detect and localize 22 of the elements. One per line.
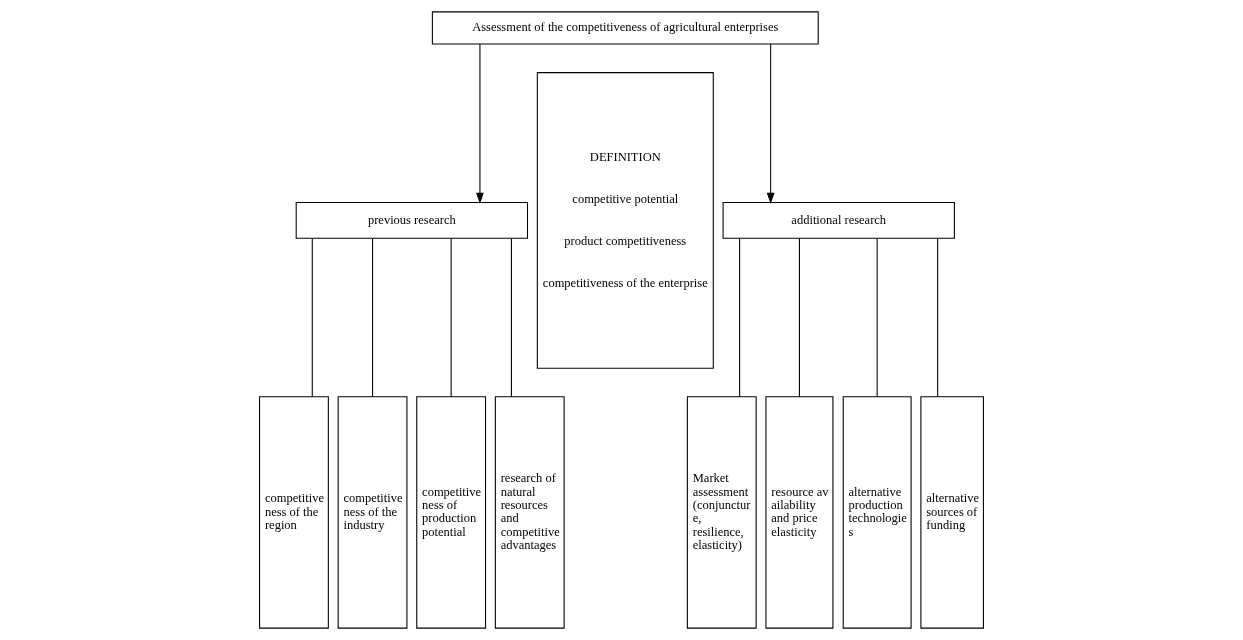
node-box: research of natural resources and competitive advantages — [494, 396, 565, 629]
connector — [450, 238, 452, 398]
connector — [876, 238, 878, 398]
node-box: DEFINITION competitive potential product competitiveness competitiveness of the enterprise — [536, 72, 714, 369]
node-box: alternative production technologies — [842, 396, 912, 629]
node-box: competitiveness of the industry — [337, 396, 408, 629]
connector — [739, 238, 741, 398]
node-box: previous research — [295, 202, 529, 239]
connector — [510, 238, 512, 398]
node-box: Market assessment (conjuncture, resilience, elasticity) — [686, 396, 757, 629]
connector — [937, 238, 939, 398]
arrow — [476, 43, 484, 204]
node-box: competitiveness of production potential — [416, 396, 487, 629]
node-box: competitiveness of the region — [259, 396, 329, 629]
node-box: Assessment of the competitiveness of agricultural enterprises — [431, 11, 819, 45]
node-box: resource availability and price elasticity — [765, 396, 834, 629]
connector — [798, 238, 800, 398]
arrow — [766, 43, 775, 204]
connector — [311, 238, 313, 398]
node-box: alternative sources of funding — [920, 396, 984, 629]
node-box: additional research — [722, 202, 955, 239]
connector — [372, 238, 374, 398]
